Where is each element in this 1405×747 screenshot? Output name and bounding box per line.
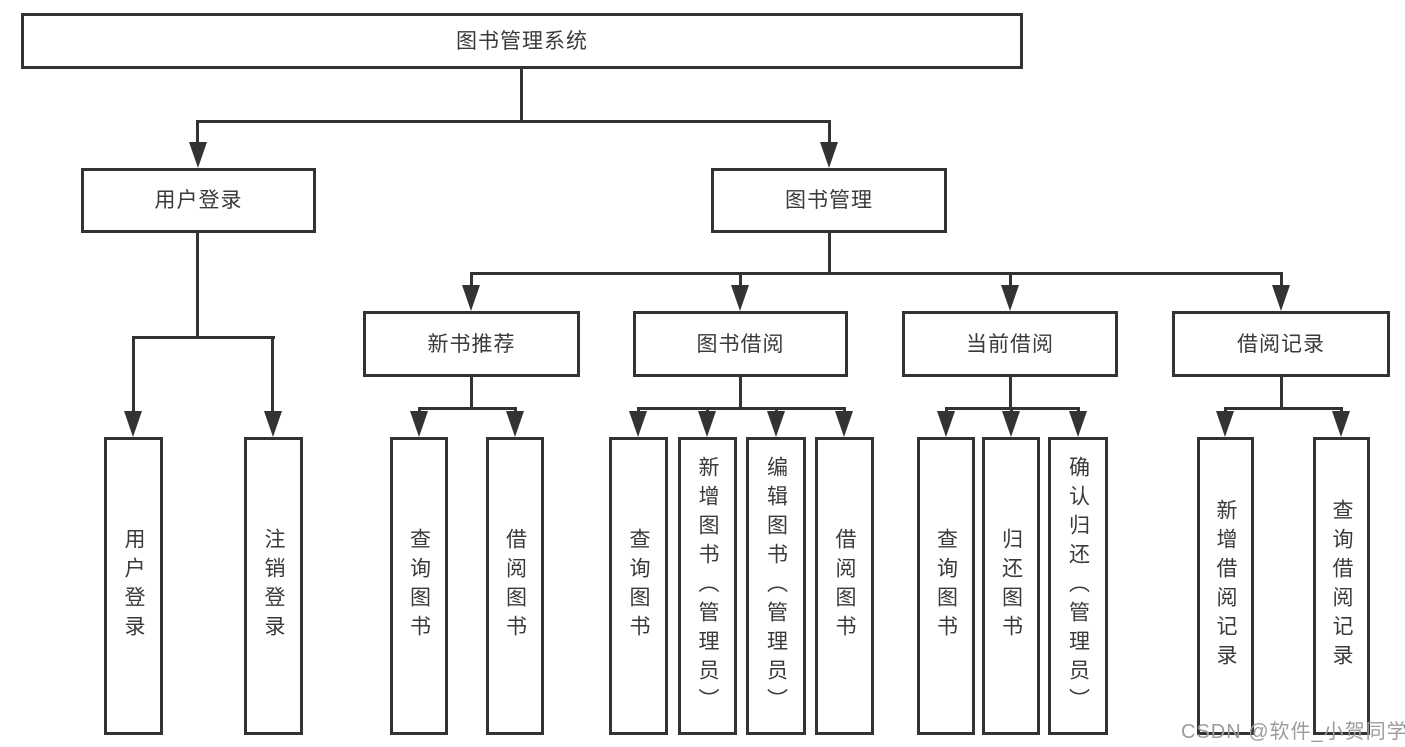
arrow-down-icon xyxy=(264,411,282,437)
connector-line xyxy=(197,120,831,123)
connector-line xyxy=(739,376,742,410)
connector-line xyxy=(132,336,275,339)
leaf-confirm-return-admin: 确认归还（管理员） xyxy=(1048,437,1108,735)
leaf-query-books-recommend: 查询图书 xyxy=(390,437,448,735)
arrow-down-icon xyxy=(1332,411,1350,437)
arrow-down-icon xyxy=(1069,411,1087,437)
leaf-return-books: 归还图书 xyxy=(982,437,1040,735)
leaf-borrow-books-recommend: 借阅图书 xyxy=(486,437,544,735)
arrow-down-icon xyxy=(937,411,955,437)
node-book-borrow: 图书借阅 xyxy=(633,311,848,377)
connector-line xyxy=(470,272,1283,275)
node-borrow-records: 借阅记录 xyxy=(1172,311,1390,377)
connector-line xyxy=(196,232,199,338)
node-new-book-recommend: 新书推荐 xyxy=(363,311,580,377)
connector-line xyxy=(828,232,831,275)
connector-line xyxy=(739,272,742,288)
leaf-borrow-books: 借阅图书 xyxy=(815,437,874,735)
arrow-down-icon xyxy=(698,411,716,437)
leaf-edit-book-admin: 编辑图书（管理员） xyxy=(746,437,806,735)
csdn-watermark: CSDN @软件_小贺同学 xyxy=(1181,721,1405,743)
arrow-down-icon xyxy=(767,411,785,437)
leaf-query-books-current: 查询图书 xyxy=(917,437,975,735)
connector-line xyxy=(196,120,199,146)
connector-line xyxy=(1280,376,1283,410)
connector-line xyxy=(418,407,517,410)
arrow-down-icon xyxy=(629,411,647,437)
arrow-down-icon xyxy=(1002,411,1020,437)
connector-line xyxy=(828,120,831,146)
leaf-add-book-admin: 新增图书（管理员） xyxy=(678,437,737,735)
leaf-logout: 注销登录 xyxy=(244,437,303,735)
connector-line xyxy=(1009,376,1012,410)
arrow-down-icon xyxy=(189,142,207,168)
arrow-down-icon xyxy=(1001,285,1019,311)
connector-line xyxy=(470,376,473,410)
connector-line xyxy=(271,336,274,414)
connector-line xyxy=(132,336,135,414)
node-book-management: 图书管理 xyxy=(711,168,947,233)
connector-line xyxy=(1280,272,1283,288)
arrow-down-icon xyxy=(835,411,853,437)
node-user-login: 用户登录 xyxy=(81,168,316,233)
arrow-down-icon xyxy=(1216,411,1234,437)
arrow-down-icon xyxy=(462,285,480,311)
arrow-down-icon xyxy=(506,411,524,437)
arrow-down-icon xyxy=(1272,285,1290,311)
leaf-user-login: 用户登录 xyxy=(104,437,163,735)
connector-line xyxy=(470,272,473,288)
leaf-query-books-borrow: 查询图书 xyxy=(609,437,668,735)
connector-line xyxy=(1009,272,1012,288)
arrow-down-icon xyxy=(124,411,142,437)
arrow-down-icon xyxy=(410,411,428,437)
leaf-query-borrow-record: 查询借阅记录 xyxy=(1313,437,1370,735)
node-current-borrow: 当前借阅 xyxy=(902,311,1118,377)
connector-line xyxy=(637,407,845,410)
arrow-down-icon xyxy=(731,285,749,311)
connector-line xyxy=(520,68,523,123)
node-root-library-system: 图书管理系统 xyxy=(21,13,1023,69)
leaf-add-borrow-record: 新增借阅记录 xyxy=(1197,437,1254,735)
connector-line xyxy=(1224,407,1342,410)
arrow-down-icon xyxy=(820,142,838,168)
